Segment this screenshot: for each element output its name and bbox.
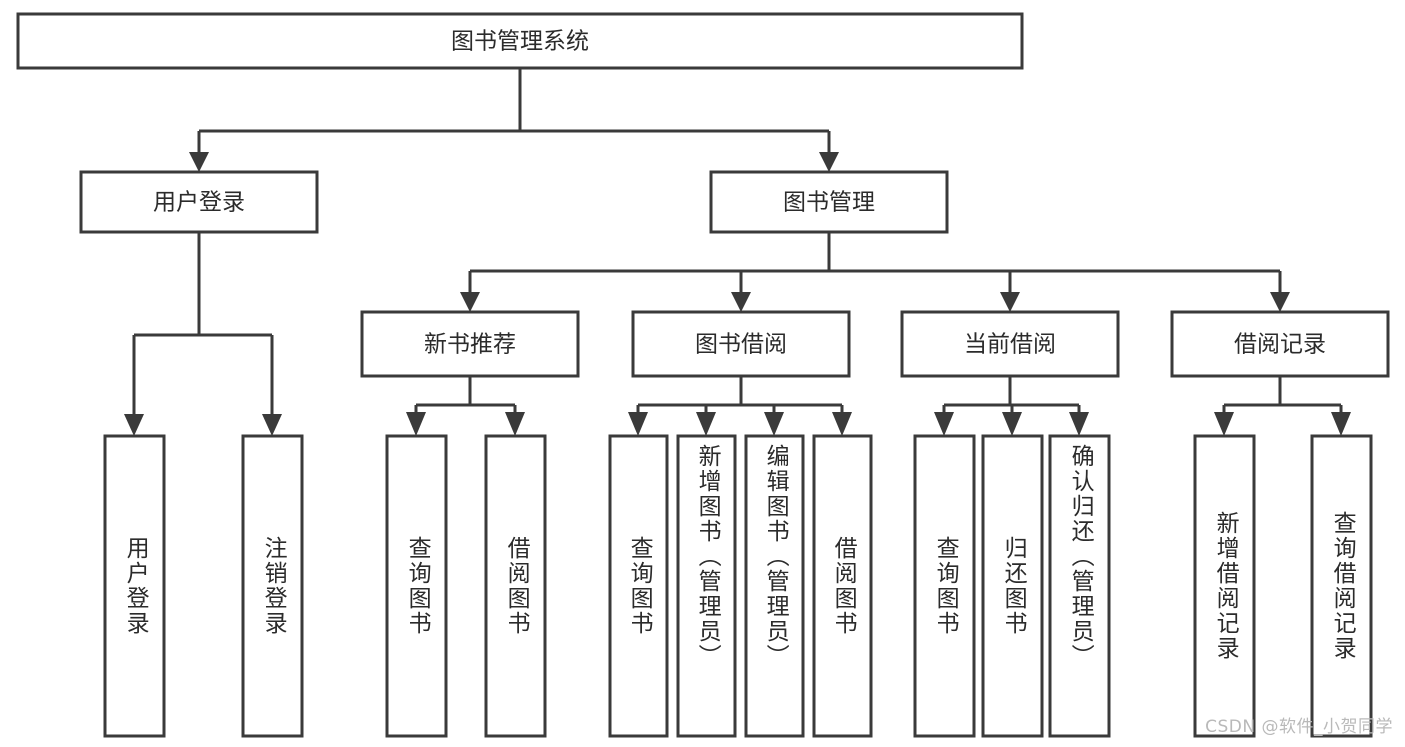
arrowhead-bb-leaf-4: [832, 412, 852, 436]
arrowhead-bb-leaf-2: [696, 412, 716, 436]
arrowhead-user-login-leaf-2: [262, 414, 282, 436]
leaf-box-query-book-1[interactable]: [385, 434, 448, 738]
arrowhead-bm-current-borrow: [1000, 292, 1020, 312]
arrowhead-cb-leaf-1: [934, 412, 954, 436]
node-new-book-recommend-label: 新书推荐: [424, 332, 516, 358]
node-book-borrow-label: 图书借阅: [695, 332, 787, 358]
leaf-box-edit-book[interactable]: [744, 434, 805, 738]
leaf-box-add-book[interactable]: [676, 434, 737, 738]
arrowhead-user-login-leaf-1: [124, 414, 144, 436]
node-user-login[interactable]: 用户登录: [79, 170, 319, 234]
node-borrow-record-box: [1170, 310, 1390, 378]
arrowhead-bb-leaf-1: [628, 412, 648, 436]
leaf-box-add-record[interactable]: [1193, 434, 1256, 738]
leaf-box-query-book-3[interactable]: [913, 434, 976, 738]
leaf-box-borrow-book-1[interactable]: [484, 434, 547, 738]
arrowhead-nbr-leaf-1: [406, 412, 426, 436]
arrowhead-cb-leaf-2: [1002, 412, 1022, 436]
node-user-login-label: 用户登录: [153, 190, 245, 216]
csdn-watermark: CSDN @软件_小贺同学: [1205, 717, 1393, 737]
node-root-label: 图书管理系统: [451, 29, 589, 55]
leaf-box-user-login[interactable]: [103, 434, 166, 738]
arrowhead-br-leaf-1: [1214, 412, 1234, 436]
arrowhead-bm-borrow-record: [1270, 292, 1290, 312]
arrowhead-cb-leaf-3: [1069, 412, 1089, 436]
connector-layer: [124, 68, 1351, 436]
node-current-borrow-box: [900, 310, 1120, 378]
leaf-box-return-book[interactable]: [981, 434, 1044, 738]
arrowhead-root-to-book-management: [819, 152, 839, 172]
node-current-borrow-label: 当前借阅: [964, 332, 1056, 358]
node-book-borrow-box: [631, 310, 851, 378]
node-book-management[interactable]: 图书管理: [709, 170, 949, 234]
node-user-login-box: [79, 170, 319, 234]
arrowhead-bb-leaf-3: [764, 412, 784, 436]
arrowhead-br-leaf-2: [1331, 412, 1351, 436]
leaf-box-layer: [103, 434, 1373, 738]
leaf-box-query-record[interactable]: [1310, 434, 1373, 738]
arrowhead-bm-book-borrow: [731, 292, 751, 312]
arrowhead-nbr-leaf-2: [505, 412, 525, 436]
node-new-book-recommend-box: [360, 310, 580, 378]
node-root[interactable]: 图书管理系统: [16, 12, 1024, 70]
node-new-book-recommend[interactable]: 新书推荐: [360, 310, 580, 378]
node-book-management-label: 图书管理: [783, 190, 875, 216]
leaf-box-confirm-return[interactable]: [1048, 434, 1111, 738]
node-book-borrow[interactable]: 图书借阅: [631, 310, 851, 378]
arrowhead-root-to-user-login: [189, 152, 209, 172]
node-borrow-record-label: 借阅记录: [1234, 332, 1326, 358]
node-book-management-box: [709, 170, 949, 234]
arrowhead-bm-new-book-recommend: [460, 292, 480, 312]
node-current-borrow[interactable]: 当前借阅: [900, 310, 1120, 378]
leaf-box-query-book-2[interactable]: [608, 434, 669, 738]
node-borrow-record[interactable]: 借阅记录: [1170, 310, 1390, 378]
leaf-box-logout[interactable]: [241, 434, 304, 738]
node-root-box: [16, 12, 1024, 70]
leaf-box-borrow-book-2[interactable]: [812, 434, 873, 738]
